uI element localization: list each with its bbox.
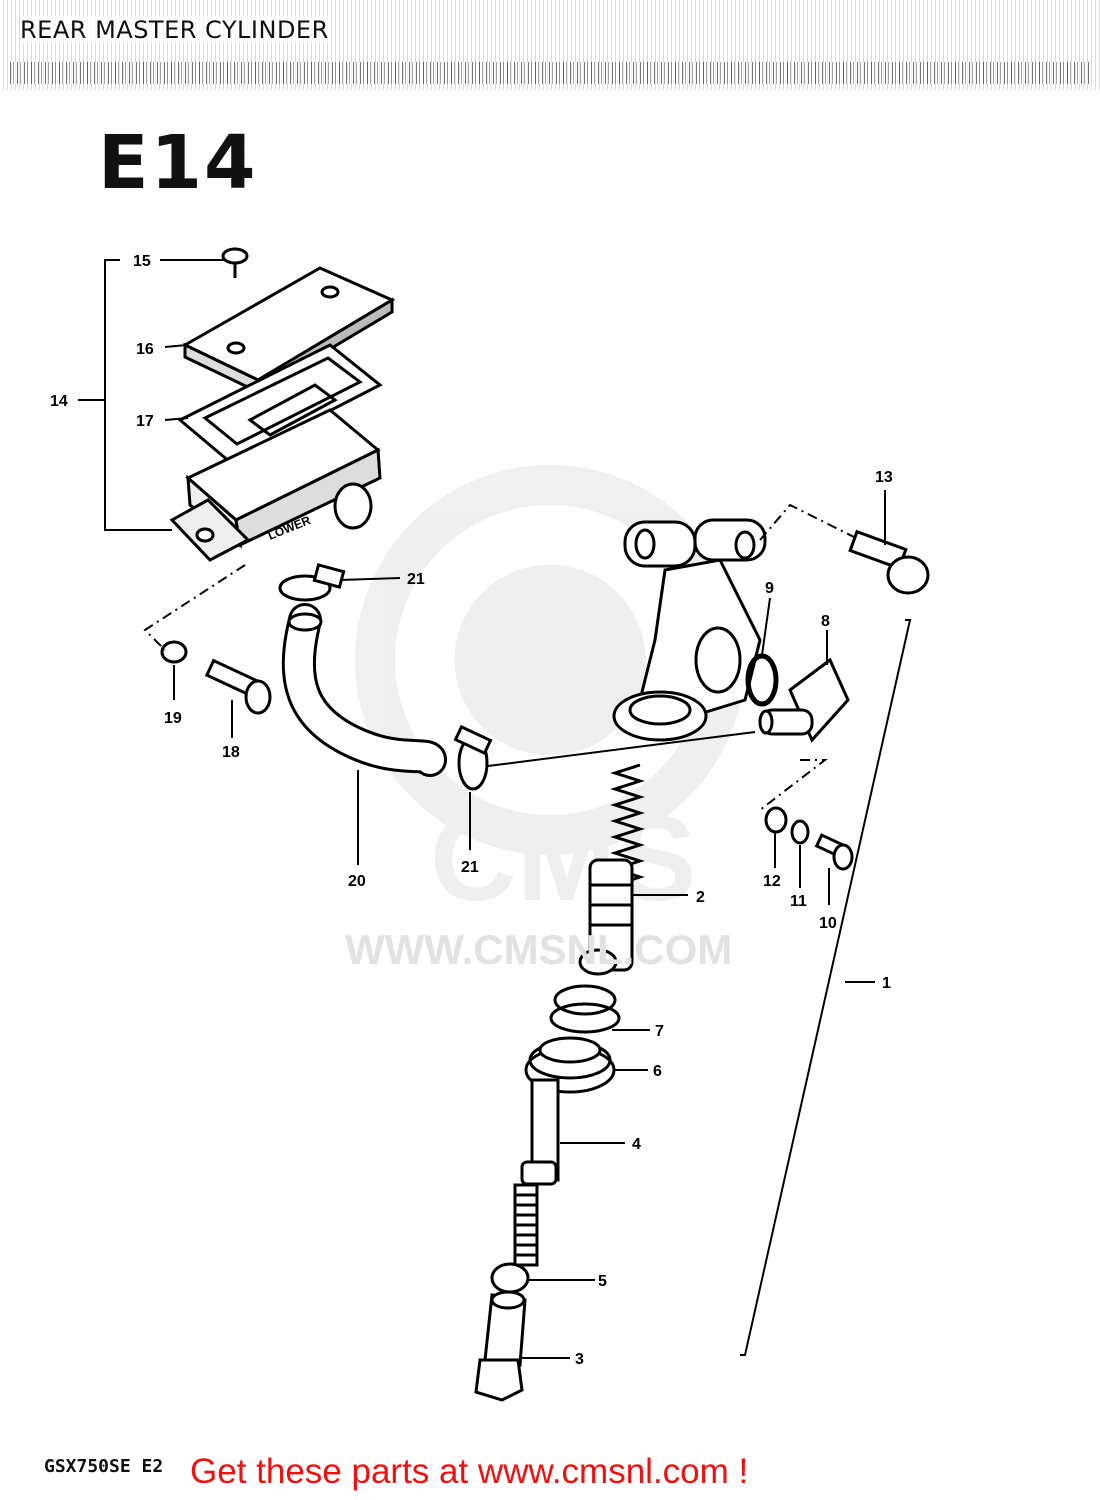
lock-nut	[490, 1262, 530, 1294]
push-rod	[513, 1078, 560, 1267]
callout-7: 7	[655, 1023, 664, 1040]
callout-5: 5	[598, 1273, 607, 1290]
bolt-13	[848, 529, 930, 595]
page-title: REAR MASTER CYLINDER	[20, 16, 329, 44]
bolt-18	[204, 658, 272, 715]
hose-clamp-upper	[278, 563, 346, 602]
push-rod-end	[474, 1290, 527, 1402]
washer-19	[160, 640, 188, 664]
union-connector	[758, 657, 850, 743]
screw-10	[814, 833, 854, 871]
leader-lines	[78, 259, 912, 1359]
watermark-logo: CMS	[355, 465, 745, 926]
callout-21-upper: 21	[407, 571, 425, 588]
reservoir-body: LOWER	[169, 408, 382, 562]
hose-clamp-lower	[453, 724, 493, 791]
callout-9: 9	[765, 580, 774, 597]
callout-18: 18	[222, 744, 240, 761]
callout-1: 1	[882, 975, 891, 992]
callout-16: 16	[136, 341, 154, 358]
callout-13: 13	[875, 469, 893, 486]
callout-6: 6	[653, 1063, 662, 1080]
diaphragm	[177, 343, 383, 464]
callout-3: 3	[575, 1351, 584, 1368]
washer-12	[764, 806, 788, 834]
o-ring-9	[745, 653, 779, 707]
callout-10: 10	[819, 915, 837, 932]
screw-15	[221, 247, 249, 278]
callout-14: 14	[50, 393, 68, 410]
callout-11: 11	[790, 893, 807, 910]
callouts: 15 16 14 17 21 19 18 20 21 13 9 8 12 11 …	[50, 253, 893, 1368]
callout-2: 2	[696, 889, 705, 906]
callout-21-lower: 21	[461, 859, 479, 876]
model-code: GSX750SE E2	[44, 1456, 164, 1477]
watermark-site-text: WWW.CMSNL.COM	[345, 926, 733, 973]
washer-11	[790, 819, 810, 845]
callout-4: 4	[632, 1136, 641, 1153]
callout-19: 19	[164, 710, 182, 727]
callout-20: 20	[348, 873, 366, 890]
callout-17: 17	[136, 413, 154, 430]
callout-8: 8	[821, 613, 830, 630]
master-cylinder-body	[612, 518, 767, 742]
callout-12: 12	[763, 873, 781, 890]
callout-15: 15	[133, 253, 151, 270]
circlip	[549, 984, 621, 1034]
header-band	[0, 0, 1100, 90]
piston	[578, 858, 634, 976]
section-code: E14	[98, 120, 258, 206]
watermark-logo-text: CMS	[430, 792, 697, 926]
promo-link[interactable]: Get these parts at www.cmsnl.com !	[190, 1452, 749, 1491]
